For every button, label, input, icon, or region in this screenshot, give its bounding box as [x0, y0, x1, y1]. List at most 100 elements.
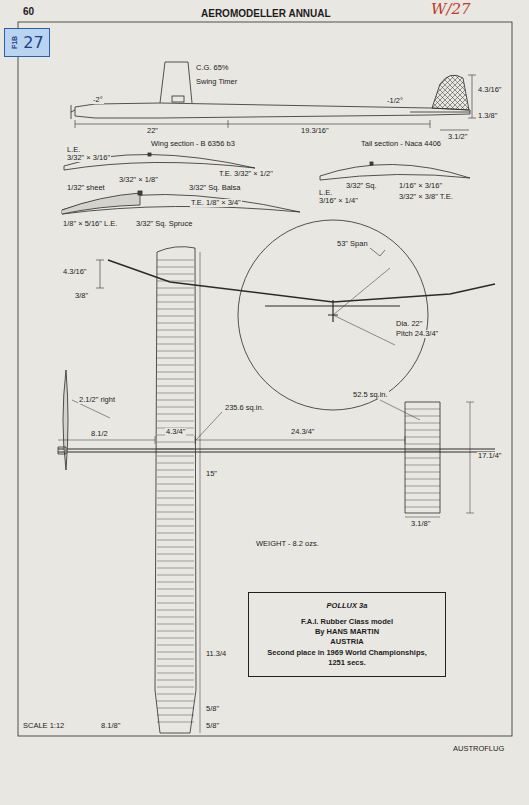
rib	[405, 500, 440, 501]
spar	[138, 191, 142, 195]
spar	[148, 153, 151, 156]
rib	[157, 554, 194, 555]
dimension-label: L.E.	[66, 146, 81, 154]
rib	[157, 477, 194, 478]
rib	[157, 498, 194, 499]
area-leader	[380, 400, 420, 420]
rib	[157, 407, 194, 408]
rib	[405, 409, 440, 410]
rib	[157, 463, 194, 464]
rib	[157, 421, 194, 422]
dimension-label: AUSTROFLUG	[452, 745, 505, 753]
rib	[157, 260, 194, 261]
fuselage-side	[75, 103, 470, 118]
dimension-label: L.E.	[318, 189, 333, 197]
rib	[157, 379, 194, 380]
dimension-label: 3/32" Sq. Balsa	[188, 184, 241, 192]
rib	[157, 365, 194, 366]
rib	[157, 491, 194, 492]
nose-block	[71, 105, 75, 119]
rib	[157, 470, 194, 471]
archive-tag: F1B27	[4, 28, 50, 57]
rib	[157, 505, 194, 506]
dim-lines	[440, 75, 476, 130]
dimension-label: 8.1/8"	[100, 722, 121, 730]
rib	[405, 423, 440, 424]
dim-lines	[58, 436, 405, 444]
node-text: AUSTRIA	[259, 637, 435, 647]
rib	[405, 458, 440, 459]
rib	[157, 316, 194, 317]
dim-lines	[405, 517, 440, 518]
swing-timer	[172, 96, 184, 102]
page-heading: W/27	[430, 1, 472, 18]
dia-line	[333, 268, 395, 345]
dimension-label: Swing Timer	[195, 78, 238, 86]
rib	[157, 414, 194, 415]
dimension-label: T.E. 3/32" × 1/2"	[218, 170, 274, 178]
rib	[157, 638, 194, 639]
dimension-label: Wing section - B 6356 b3	[150, 140, 236, 148]
rib	[157, 617, 194, 618]
dim-lines	[96, 260, 104, 288]
node-heading: POLLUX 3a	[259, 601, 435, 611]
dimension-label: 4.3/16"	[62, 268, 88, 276]
rib	[157, 596, 194, 597]
rib	[157, 722, 194, 723]
rib	[405, 416, 440, 417]
rib	[157, 666, 194, 667]
rib	[157, 442, 194, 443]
wing-front	[108, 260, 495, 302]
page-heading: AEROMODELLER ANNUAL	[200, 8, 332, 19]
rib	[405, 444, 440, 445]
dimension-label: C.G. 65%	[195, 64, 230, 72]
rib	[405, 430, 440, 431]
rib	[157, 589, 194, 590]
rib	[157, 274, 194, 275]
dimension-label: 4.3/16"	[477, 86, 503, 94]
dimension-label: 22"	[146, 127, 159, 135]
dimension-label: 1/8" × 5/16" L.E.	[62, 220, 118, 228]
rib	[157, 484, 194, 485]
rib	[405, 437, 440, 438]
dimension-label: 11.3/4	[205, 650, 227, 658]
rib	[157, 358, 194, 359]
dimension-label: 3/32" Sq. Spruce	[135, 220, 193, 228]
rib	[157, 281, 194, 282]
rib	[157, 659, 194, 660]
dim-lines	[75, 120, 430, 128]
dimension-label: 8.1/2	[90, 430, 109, 438]
rib	[405, 507, 440, 508]
dimension-label: 1/32" sheet	[66, 184, 106, 192]
rib	[157, 624, 194, 625]
rib	[157, 575, 194, 576]
fuselage-plan	[58, 449, 495, 452]
dimension-label: 3/32" Sq.	[345, 182, 378, 190]
dimension-label: 3/16" × 1/4"	[318, 197, 359, 205]
page-heading: 60	[22, 6, 35, 17]
rib	[157, 323, 194, 324]
rib	[157, 295, 194, 296]
dimension-label: T.E. 1/8" × 3/4"	[190, 199, 242, 207]
rib	[157, 344, 194, 345]
rib	[157, 715, 194, 716]
rib	[157, 603, 194, 604]
dimension-label: 2.1/2" right	[78, 396, 116, 404]
tailplane-plan	[405, 402, 440, 513]
tailplane-side	[410, 112, 470, 113]
fin-side	[432, 75, 469, 110]
prop-disc	[238, 220, 428, 410]
rib	[157, 631, 194, 632]
rib	[405, 451, 440, 452]
dimension-label: 3/32" × 1/8"	[118, 176, 159, 184]
propeller-plan	[63, 370, 68, 470]
dimension-label: 3/32" × 3/16"	[66, 154, 111, 162]
rib	[157, 708, 194, 709]
rib	[157, 568, 194, 569]
dimension-label: 5/8"	[205, 705, 220, 713]
dimension-label: 15"	[205, 470, 218, 478]
sheet-covering	[62, 193, 140, 214]
dimension-label: 24.3/4"	[290, 428, 316, 436]
rib	[405, 486, 440, 487]
rib	[157, 582, 194, 583]
